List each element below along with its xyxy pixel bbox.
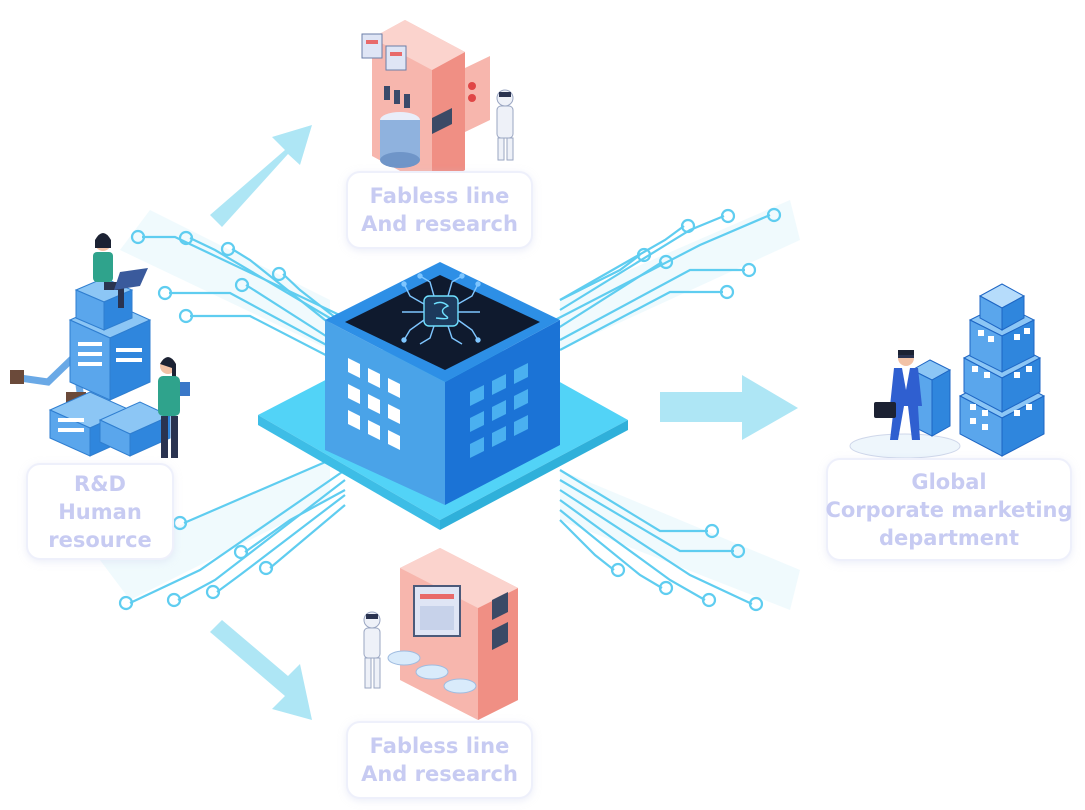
node-label-bottom-line1: Fabless line [369,734,510,758]
arrow-to-bottom [210,620,312,720]
rnd-stack [10,233,190,458]
node-label-left-line3: resource [48,527,152,552]
node-label-top: Fabless line And research [346,171,533,249]
node-label-right-line3: department [879,525,1019,550]
circuit-traces [118,207,782,612]
node-label-right: Global Corporate marketing department [825,458,1073,561]
businessman-figure [874,350,922,440]
node-label-top-line1: Fabless line [369,184,510,208]
node-label-right-line2: Corporate marketing [825,497,1073,522]
node-label-left: R&D Human resource [26,463,174,560]
factory-icon [361,20,514,188]
arrow-to-right [660,375,798,440]
node-label-top-line2: And research [361,212,518,236]
factory-icon [363,548,518,720]
node-label-bottom: Fabless line And research [346,721,533,799]
arrow-to-top [210,125,312,227]
engineer-figure [363,611,381,689]
node-label-bottom-line2: And research [361,762,518,786]
central-hub [258,262,628,530]
office-worker-figure [158,357,190,458]
node-label-left-line2: Human [58,499,142,524]
office-building-icon [910,283,1046,457]
node-label-right-line1: Global [911,469,987,494]
node-label-left-line1: R&D [74,471,126,496]
global-hq [849,283,1046,459]
office-worker-figure [93,233,148,308]
chip-icon [401,273,481,345]
engineer-figure [496,89,514,161]
